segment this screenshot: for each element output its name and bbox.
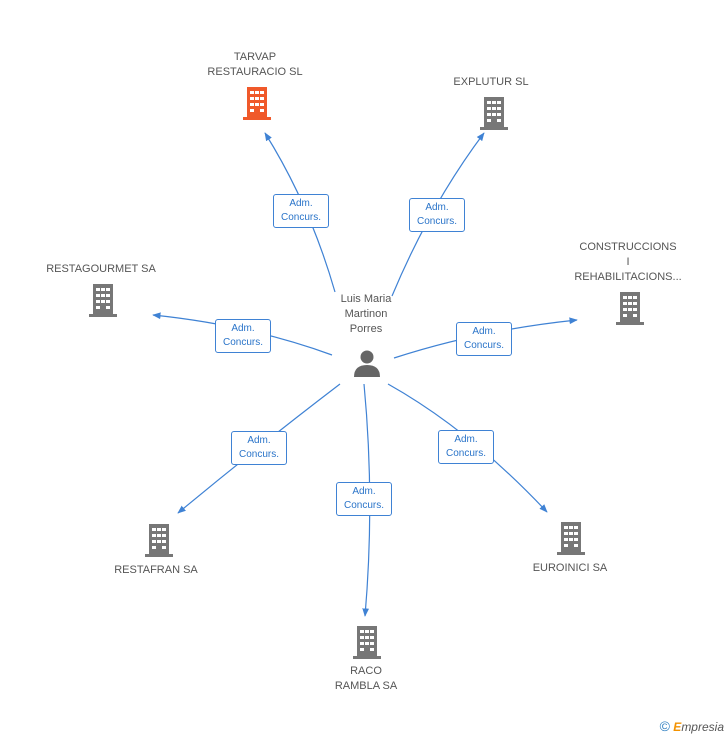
relation-label-explutur[interactable]: Adm. Concurs. bbox=[409, 198, 465, 232]
building-icon[interactable] bbox=[350, 624, 384, 665]
company-label-explutur[interactable]: EXPLUTUR SL bbox=[453, 76, 529, 88]
company-label-restagourmet[interactable]: RESTAGOURMET SA bbox=[46, 263, 156, 275]
company-label-restafran[interactable]: RESTAFRAN SA bbox=[114, 564, 198, 576]
building-icon[interactable] bbox=[613, 290, 647, 331]
relation-label-restagourmet[interactable]: Adm. Concurs. bbox=[215, 319, 271, 353]
building-icon[interactable] bbox=[554, 520, 588, 561]
company-label-raco[interactable]: RACO RAMBLA SA bbox=[334, 665, 398, 692]
empresia-logo: © Empresia bbox=[660, 718, 724, 734]
building-icon[interactable] bbox=[477, 95, 511, 136]
company-label-construccions[interactable]: CONSTRUCCIONS I REHABILITACIONS... bbox=[574, 241, 682, 283]
relation-label-euroinici[interactable]: Adm. Concurs. bbox=[438, 430, 494, 464]
relation-label-restafran[interactable]: Adm. Concurs. bbox=[231, 431, 287, 465]
building-icon[interactable] bbox=[142, 522, 176, 563]
company-label-euroinici[interactable]: EUROINICI SA bbox=[532, 562, 608, 574]
building-icon[interactable] bbox=[86, 282, 120, 323]
brand-name: Empresia bbox=[673, 720, 724, 734]
copyright-symbol: © bbox=[659, 718, 670, 734]
relation-label-construccions[interactable]: Adm. Concurs. bbox=[456, 322, 512, 356]
building-icon[interactable] bbox=[240, 85, 274, 126]
person-name[interactable]: Luis Maria Martinon Porres bbox=[340, 293, 392, 335]
person-icon[interactable] bbox=[352, 348, 382, 383]
relation-label-tarvap[interactable]: Adm. Concurs. bbox=[273, 194, 329, 228]
relation-label-raco[interactable]: Adm. Concurs. bbox=[336, 482, 392, 516]
company-label-tarvap[interactable]: TARVAP RESTAURACIO SL bbox=[207, 51, 303, 78]
